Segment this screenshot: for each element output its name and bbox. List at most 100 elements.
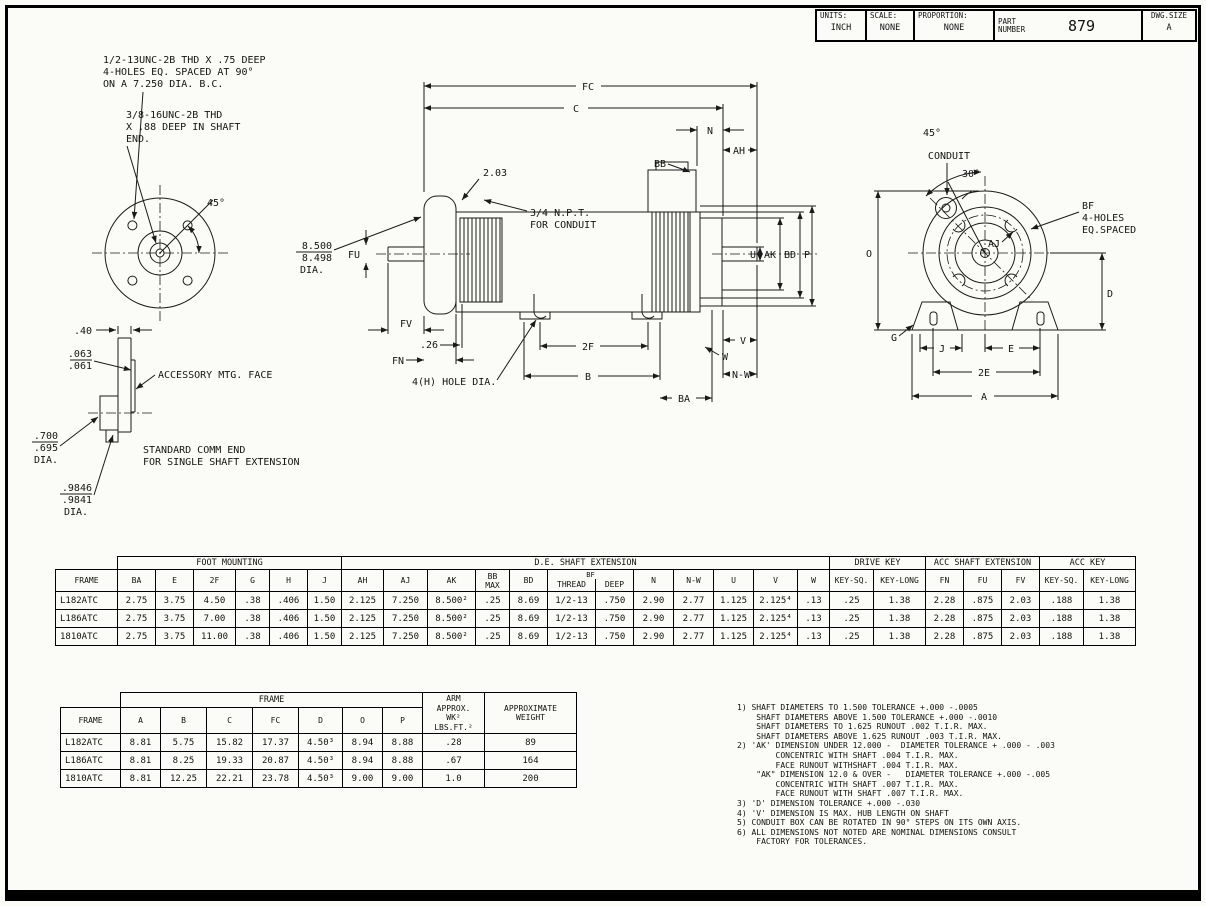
label-nw: N-W: [732, 370, 751, 381]
column-header: B: [160, 707, 207, 734]
angle-45-left-label: 45°: [207, 198, 225, 209]
bf-note-line2: 4-HOLES: [1082, 213, 1124, 224]
dimension-cell: 20.87: [252, 751, 299, 770]
shaft-thd-note-line1: 3/8-16UNC-2B THD: [126, 110, 222, 121]
dimension-cell: 2.03: [1001, 591, 1040, 610]
label-fv: FV: [400, 319, 412, 330]
column-header: BB MAX: [475, 569, 510, 592]
dimension-cell: 8.500²: [427, 591, 476, 610]
label-d: D: [1107, 289, 1113, 300]
left-end-view: [32, 91, 228, 496]
dimension-cell: .25: [829, 591, 874, 610]
dimension-cell: 2.28: [925, 627, 964, 646]
label-2e: 2E: [978, 368, 990, 379]
dim-40-label: .40: [74, 326, 92, 337]
dimension-cell: 2.03: [1001, 627, 1040, 646]
frame-cell: L182ATC: [60, 733, 121, 752]
title-dwg-size-cell: DWG.SIZE A: [1141, 11, 1195, 40]
label-bd: BD: [784, 250, 796, 261]
label-v: V: [740, 336, 746, 347]
dimension-cell: 1/2-13: [547, 591, 596, 610]
title-units-cell: UNITS: INCH: [817, 11, 865, 40]
thd-note-line2: 4-HOLES EQ. SPACED AT 90°: [103, 67, 254, 78]
title-proportion-cell: PROPORTION: NONE: [913, 11, 993, 40]
column-header: J: [307, 569, 342, 592]
dia-label-2: DIA.: [64, 507, 88, 518]
right-view-labels: 45° CONDUIT 30° BF 4-HOLES EQ.SPACED AJ …: [866, 128, 1136, 403]
label-bb: BB: [654, 159, 666, 170]
label-a: A: [981, 392, 987, 403]
label-j: J: [939, 344, 945, 355]
dimension-cell: .13: [797, 591, 830, 610]
dim-9846-label: .9846: [62, 483, 92, 494]
group-header: [56, 557, 118, 570]
group-header: FRAME: [120, 691, 423, 709]
thd-note-line1: 1/2-13UNC-2B THD X .75 DEEP: [103, 55, 266, 66]
dimension-cell: 2.125⁴: [753, 609, 798, 628]
arm-wk2-header: ARM APPROX. WK² LBS.FT.²: [422, 692, 485, 734]
right-view-dimensions: [874, 163, 1106, 400]
dimension-cell: 17.37: [252, 733, 299, 752]
side-view-labels: FC C N AH BB 2.03 3/4 N.P.T. FOR CONDUIT…: [300, 82, 810, 405]
dimension-cell: 23.78: [252, 769, 299, 788]
part-label-line1: PART: [998, 16, 1017, 26]
column-header: 2F: [193, 569, 236, 592]
dimension-cell: 8.69: [509, 591, 548, 610]
dimension-cell: 1.50: [307, 591, 342, 610]
shaft-thd-note-line2: X .88 DEEP IN SHAFT: [126, 122, 240, 133]
label-ah: AH: [733, 146, 745, 157]
dimension-cell: .188: [1039, 609, 1084, 628]
frame-cell: L186ATC: [55, 609, 118, 628]
frame-cell: 1810ATC: [60, 769, 121, 788]
dimension-cell: 2.125: [341, 627, 384, 646]
label-u: U: [750, 250, 756, 261]
column-header: C: [206, 707, 253, 734]
dimension-cell: 7.250: [383, 591, 428, 610]
dimension-cell: 15.82: [206, 733, 253, 752]
dimension-cell: 2.125⁴: [753, 627, 798, 646]
dwg-size-value: A: [1166, 23, 1172, 33]
dimension-cell: .406: [269, 609, 308, 628]
column-header: E: [155, 569, 194, 592]
dimension-cell: 1.38: [1083, 609, 1136, 628]
dimension-cell: 1.38: [873, 591, 926, 610]
column-header: KEY-LONG: [873, 569, 926, 592]
label-ba: BA: [678, 394, 690, 405]
title-part-number-cell: PART NUMBER 879: [993, 11, 1141, 40]
dimension-cell: 8.81: [120, 733, 161, 752]
label-w: W: [722, 352, 729, 363]
dwg-size-label: DWG.SIZE: [1150, 11, 1188, 20]
dimension-cell: .67: [422, 751, 485, 770]
part-number-value: 879: [1068, 16, 1096, 35]
column-header: BD: [509, 569, 548, 592]
proportion-value: NONE: [943, 23, 965, 33]
dimension-cell: 2.125⁴: [753, 591, 798, 610]
dimension-cell: 12.25: [160, 769, 207, 788]
right-end-view: [905, 176, 1065, 332]
group-header: ACC KEY: [1039, 556, 1136, 570]
dimension-cell: 7.250: [383, 609, 428, 628]
dimension-cell: .38: [235, 627, 270, 646]
dimension-cell: .25: [475, 591, 510, 610]
dimension-cell: 11.00: [193, 627, 236, 646]
column-header: U: [713, 569, 754, 592]
side-view-dimensions: [296, 82, 816, 402]
label-g: G: [891, 333, 897, 344]
column-header: N: [633, 569, 674, 592]
dimension-cell: 2.77: [673, 609, 714, 628]
label-b: B: [585, 372, 591, 383]
dimension-cell: .750: [595, 591, 634, 610]
column-header: FN: [925, 569, 964, 592]
dimension-cell: 1.50: [307, 609, 342, 628]
frame-cell: L186ATC: [60, 751, 121, 770]
dimension-cell: 19.33: [206, 751, 253, 770]
dimension-cell: .38: [235, 609, 270, 628]
column-header: BA: [117, 569, 156, 592]
dimension-cell: 5.75: [160, 733, 207, 752]
dimension-cell: 1.125: [713, 609, 754, 628]
dimension-cell: 1.38: [1083, 627, 1136, 646]
title-scale-cell: SCALE: NONE: [865, 11, 913, 40]
